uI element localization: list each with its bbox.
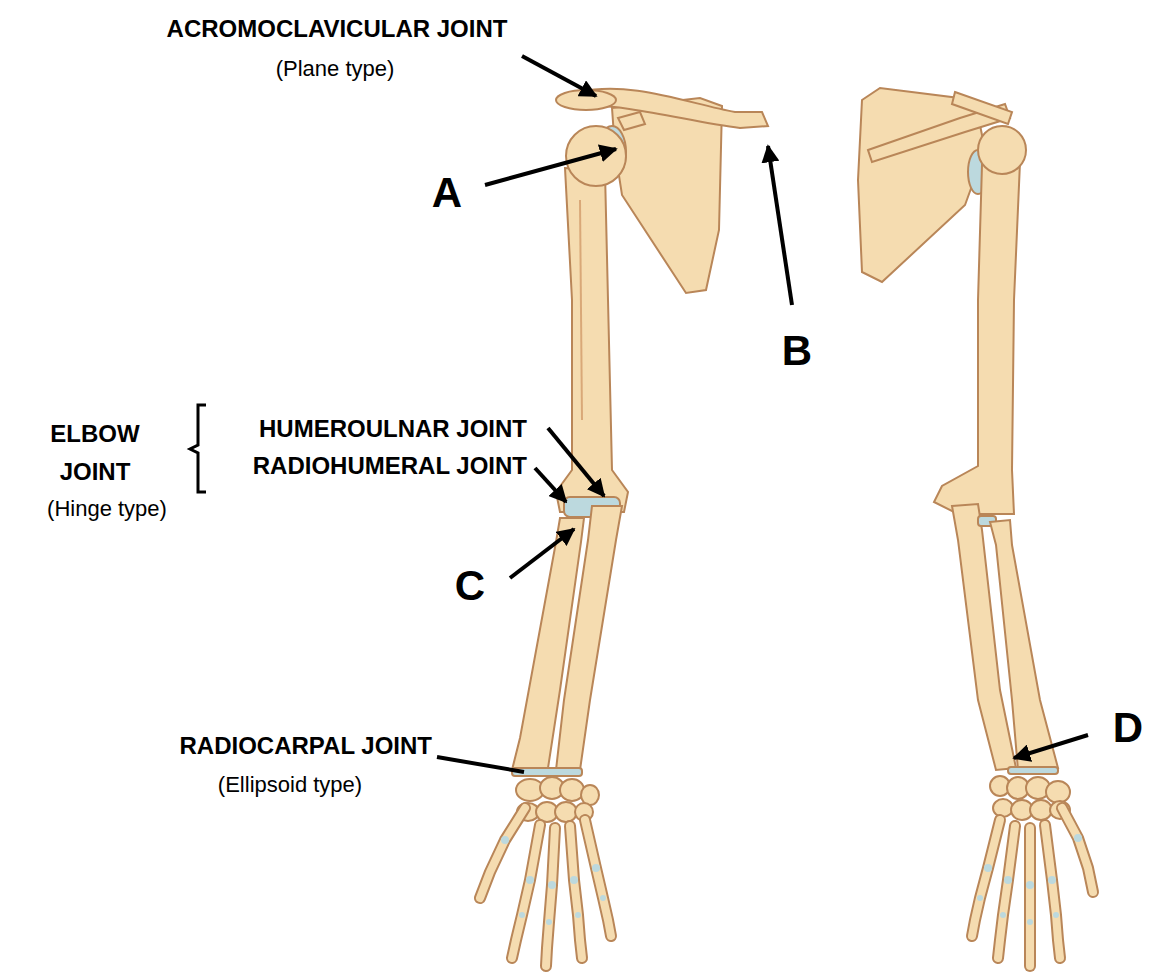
bone-illustration xyxy=(480,808,611,966)
bone-illustration xyxy=(1026,881,1034,889)
scapula xyxy=(612,98,722,293)
bone-illustration xyxy=(1062,808,1093,892)
bone-illustration xyxy=(480,808,525,898)
humerus xyxy=(556,168,628,512)
bone-illustration xyxy=(1048,876,1056,884)
right-arm xyxy=(858,88,1070,820)
leader-line xyxy=(437,757,524,772)
joint-type: (Ellipsoid type) xyxy=(218,772,362,798)
bone-illustration xyxy=(1046,781,1070,803)
callout-letter: A xyxy=(432,168,462,218)
left-hand-digits xyxy=(480,808,611,966)
bone-illustration xyxy=(501,836,509,844)
bone-illustration xyxy=(526,876,534,884)
bone-illustration xyxy=(1004,876,1012,884)
leader-arrow xyxy=(485,149,616,185)
bone-illustration xyxy=(1074,834,1082,842)
bone-illustration xyxy=(1045,825,1060,958)
bone-illustration xyxy=(998,826,1015,958)
bone-illustration xyxy=(1053,912,1059,918)
leader-arrow xyxy=(768,146,792,305)
leader-arrows xyxy=(190,56,1088,772)
bone-illustration xyxy=(548,881,556,889)
bone-illustration xyxy=(575,912,581,918)
bone-illustration xyxy=(480,808,525,898)
bone-illustration xyxy=(993,799,1013,817)
leader-arrow xyxy=(548,428,604,496)
bone-illustration xyxy=(972,820,1000,936)
radius xyxy=(990,520,1058,770)
bone-illustration xyxy=(1000,912,1006,918)
bone-illustration xyxy=(1030,800,1052,820)
bone-illustration xyxy=(972,808,1093,966)
bone-illustration xyxy=(592,864,600,872)
bone-illustration xyxy=(546,828,555,966)
bone-illustration xyxy=(585,820,611,936)
bone-illustration xyxy=(501,836,606,925)
right-hand-digits xyxy=(972,808,1093,966)
bone-illustration xyxy=(581,785,599,805)
bone-illustration xyxy=(1026,828,1034,966)
acromion xyxy=(556,90,616,110)
callout-letter: C xyxy=(455,561,485,611)
bone-illustration xyxy=(1024,828,1036,966)
bone-illustration xyxy=(977,834,1082,925)
bone-illustration xyxy=(977,895,983,901)
joint-name: RADIOCARPAL JOINT xyxy=(180,732,432,761)
bone-illustration xyxy=(555,802,577,822)
joint-name: ELBOW JOINT xyxy=(39,415,151,491)
leader-arrow xyxy=(535,468,566,502)
ulna xyxy=(556,506,622,770)
joint-type: (Hinge type) xyxy=(47,496,167,522)
bone-illustration xyxy=(1027,919,1033,925)
bone-illustration xyxy=(480,808,611,966)
bone-illustration xyxy=(519,912,525,918)
joint-type: (Plane type) xyxy=(276,56,395,82)
leader-arrow xyxy=(1014,735,1088,758)
bone-illustration xyxy=(984,864,992,872)
bone-illustration xyxy=(512,825,540,958)
joint-name: RADIOHUMERAL JOINT xyxy=(253,452,527,481)
humeral-head xyxy=(978,126,1026,174)
leader-arrow xyxy=(510,529,574,578)
bone-illustration xyxy=(570,826,582,958)
bone-illustration xyxy=(585,820,611,936)
joint-name: HUMEROULNAR JOINT xyxy=(259,415,527,444)
callout-letter: B xyxy=(782,326,812,376)
coracoid xyxy=(618,112,645,130)
bone-illustration xyxy=(512,825,540,958)
humerus xyxy=(934,162,1020,514)
clavicle xyxy=(952,92,1012,124)
leader-arrow xyxy=(522,56,596,96)
bone-illustration xyxy=(972,808,1093,966)
bone-illustration xyxy=(570,876,578,884)
callout-letter: D xyxy=(1113,703,1143,753)
bone-illustration xyxy=(1045,825,1060,958)
bone-illustration xyxy=(1062,808,1093,892)
bone-illustration xyxy=(546,828,555,966)
bone-illustration xyxy=(972,820,1000,936)
bone-illustration xyxy=(600,895,606,901)
bone-illustration xyxy=(998,826,1015,958)
joint-name: ACROMOCLAVICULAR JOINT xyxy=(167,15,508,44)
bone-illustration xyxy=(570,826,582,958)
left-arm xyxy=(512,89,768,822)
bone-illustration xyxy=(546,919,552,925)
humerus-ridge xyxy=(580,200,582,420)
wrist-cartilage xyxy=(1008,767,1058,774)
bracket xyxy=(190,405,206,492)
